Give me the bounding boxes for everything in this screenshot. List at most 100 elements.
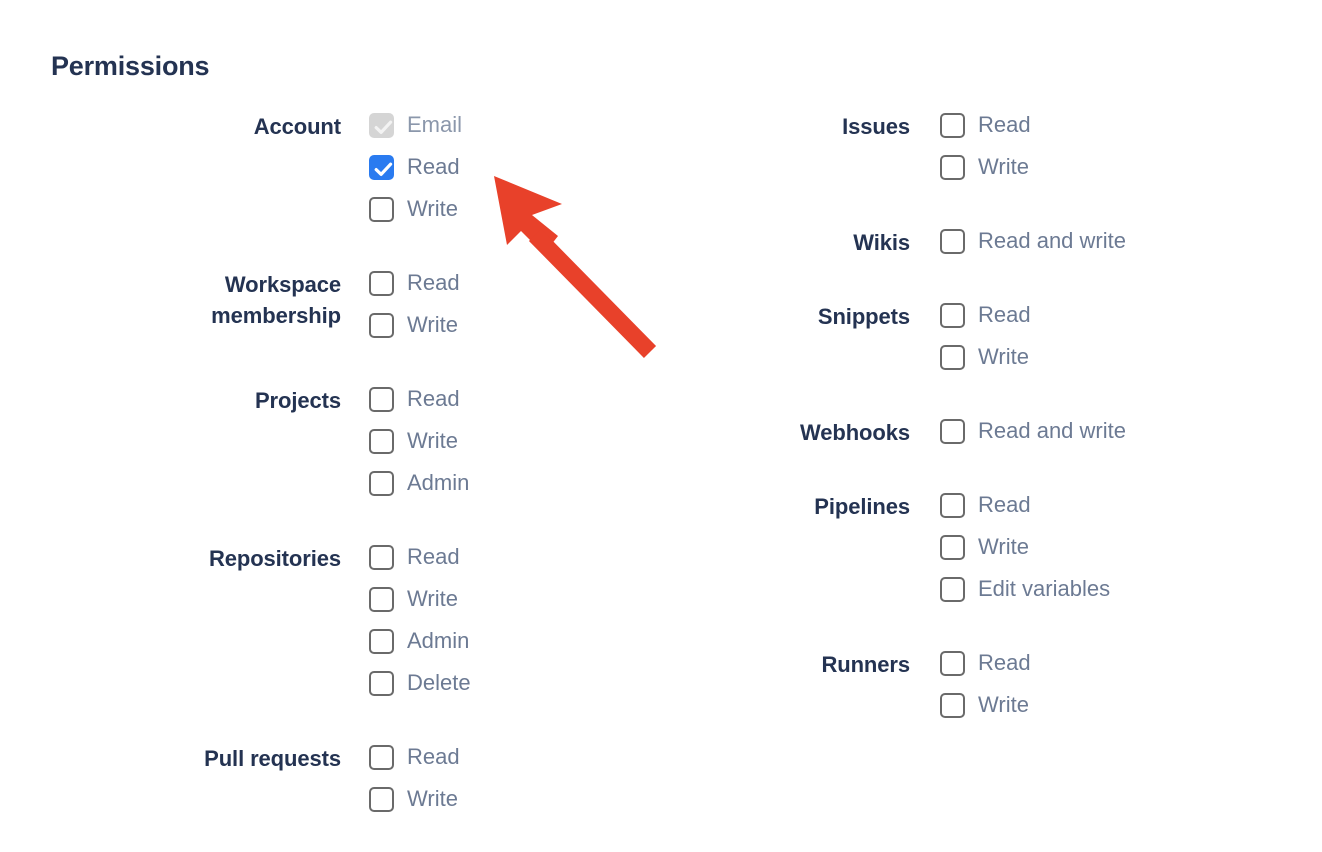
permission-option-label: Read — [407, 270, 460, 295]
permission-option-account-write[interactable]: Write — [369, 188, 462, 230]
permission-option-pipelines-edit-variables[interactable]: Edit variables — [940, 568, 1110, 610]
permission-option-pull-requests-read[interactable]: Read — [369, 736, 460, 778]
permission-group-label-pull-requests: Pull requests — [204, 746, 341, 771]
permission-option-projects-read[interactable]: Read — [369, 378, 469, 420]
permission-option-label: Write — [407, 428, 458, 453]
permission-option-pipelines-read[interactable]: Read — [940, 484, 1110, 526]
permission-option-repositories-write[interactable]: Write — [369, 578, 471, 620]
permission-option-label: Write — [978, 692, 1029, 717]
checkbox-repositories-write[interactable] — [369, 586, 394, 612]
checkbox-wikis-read-and-write[interactable] — [940, 228, 965, 254]
permission-group-label-issues: Issues — [842, 114, 910, 139]
permission-option-issues-write[interactable]: Write — [940, 146, 1031, 188]
permission-option-label: Read — [407, 154, 460, 179]
permission-group-label-account: Account — [253, 114, 341, 139]
permission-options-wikis: Read and write — [940, 220, 1126, 262]
permission-option-repositories-delete[interactable]: Delete — [369, 662, 471, 704]
permission-option-pull-requests-write[interactable]: Write — [369, 778, 460, 820]
permission-option-projects-admin[interactable]: Admin — [369, 462, 469, 504]
permission-option-repositories-admin[interactable]: Admin — [369, 620, 471, 662]
permission-option-wikis-read-and-write[interactable]: Read and write — [940, 220, 1126, 262]
permission-option-label: Write — [407, 586, 458, 611]
permission-option-runners-write[interactable]: Write — [940, 684, 1031, 726]
permission-group-label-snippets: Snippets — [817, 304, 910, 329]
permission-option-label: Read — [407, 744, 460, 769]
checkbox-projects-write[interactable] — [369, 428, 394, 454]
permission-option-label: Write — [407, 312, 458, 337]
checkbox-pipelines-edit-variables[interactable] — [940, 576, 965, 602]
checkbox-issues-write[interactable] — [940, 154, 965, 180]
permission-option-label: Read — [978, 650, 1031, 675]
permission-option-label: Read — [978, 302, 1031, 327]
permission-group-label-pipelines: Pipelines — [814, 494, 910, 519]
permission-option-label: Read and write — [978, 418, 1126, 443]
permission-option-account-email[interactable]: Email — [369, 104, 462, 146]
checkbox-snippets-write[interactable] — [940, 344, 965, 370]
permission-group-label-workspace-membership: Workspace membership — [211, 272, 341, 328]
permission-option-snippets-read[interactable]: Read — [940, 294, 1031, 336]
checkbox-projects-admin[interactable] — [369, 470, 394, 496]
checkbox-runners-write[interactable] — [940, 692, 965, 718]
checkbox-webhooks-read-and-write[interactable] — [940, 418, 965, 444]
permission-group-label-repositories: Repositories — [208, 546, 341, 571]
checkbox-projects-read[interactable] — [369, 386, 394, 412]
permission-option-issues-read[interactable]: Read — [940, 104, 1031, 146]
page-title: Permissions — [51, 51, 210, 81]
permission-group-label-runners: Runners — [821, 652, 910, 677]
checkbox-workspace-membership-write[interactable] — [369, 312, 394, 338]
permission-option-pipelines-write[interactable]: Write — [940, 526, 1110, 568]
checkbox-issues-read[interactable] — [940, 112, 965, 138]
checkbox-repositories-read[interactable] — [369, 544, 394, 570]
permission-option-snippets-write[interactable]: Write — [940, 336, 1031, 378]
permission-option-repositories-read[interactable]: Read — [369, 536, 471, 578]
permission-option-workspace-membership-read[interactable]: Read — [369, 262, 460, 304]
permission-option-runners-read[interactable]: Read — [940, 642, 1031, 684]
checkbox-repositories-delete[interactable] — [369, 670, 394, 696]
permission-group-wikis: Wikis Read and write — [660, 220, 1322, 262]
checkbox-runners-read[interactable] — [940, 650, 965, 676]
checkbox-pull-requests-read[interactable] — [369, 744, 394, 770]
permission-option-workspace-membership-write[interactable]: Write — [369, 304, 460, 346]
checkmark-icon — [371, 157, 393, 178]
checkbox-workspace-membership-read[interactable] — [369, 270, 394, 296]
permission-option-label: Write — [407, 196, 458, 221]
checkbox-repositories-admin[interactable] — [369, 628, 394, 654]
permission-option-label: Read — [978, 492, 1031, 517]
permission-option-label: Read and write — [978, 228, 1126, 253]
checkbox-pipelines-read[interactable] — [940, 492, 965, 518]
checkmark-icon — [371, 115, 393, 136]
checkbox-snippets-read[interactable] — [940, 302, 965, 328]
permission-option-account-read[interactable]: Read — [369, 146, 462, 188]
checkbox-account-write[interactable] — [369, 196, 394, 222]
permission-option-label: Delete — [407, 670, 471, 695]
permission-options-webhooks: Read and write — [940, 410, 1126, 452]
permission-option-label: Write — [978, 154, 1029, 179]
checkbox-account-read[interactable] — [369, 154, 394, 180]
permission-group-label-wikis: Wikis — [853, 230, 910, 255]
checkbox-pull-requests-write[interactable] — [369, 786, 394, 812]
permission-option-projects-write[interactable]: Write — [369, 420, 469, 462]
permission-option-label: Admin — [407, 470, 470, 495]
permission-option-label: Write — [978, 344, 1029, 369]
permission-option-webhooks-read-and-write[interactable]: Read and write — [940, 410, 1126, 452]
checkbox-account-email — [369, 112, 394, 138]
checkbox-pipelines-write[interactable] — [940, 534, 965, 560]
